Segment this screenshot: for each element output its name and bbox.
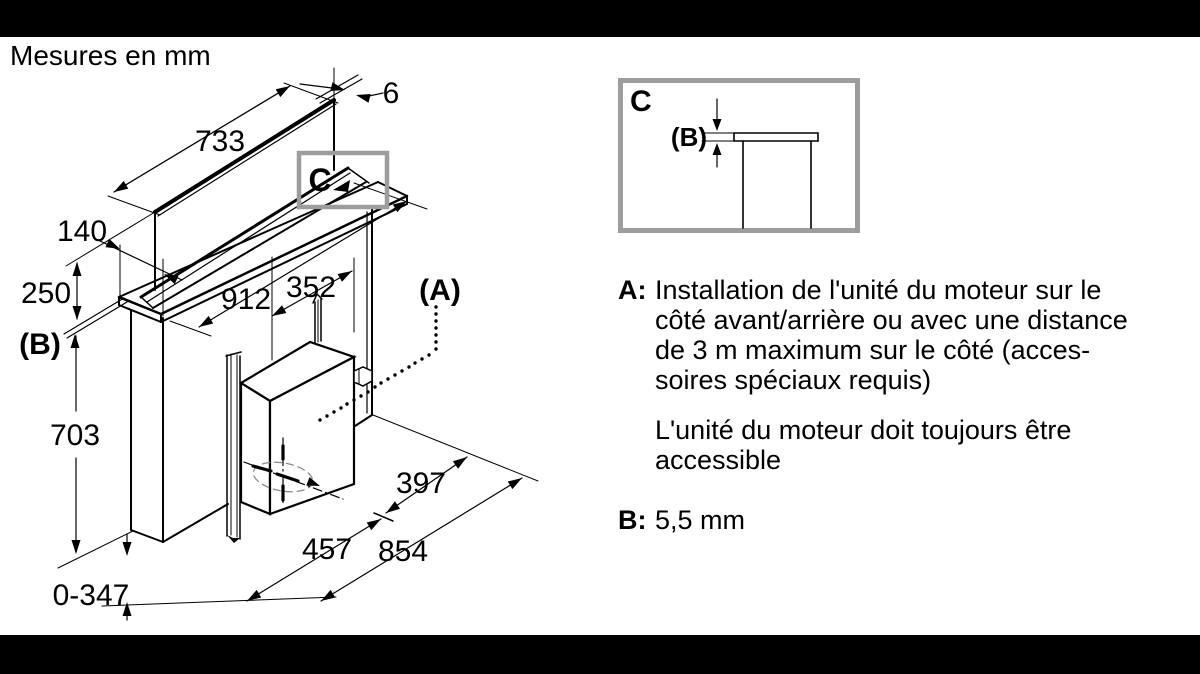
detail-marker-c-label: C <box>308 162 331 198</box>
note-b: B: 5,5 mm <box>618 505 745 535</box>
dim-250 <box>65 211 156 320</box>
leader-a-dotted-line <box>318 305 438 422</box>
dim-6 <box>299 74 384 104</box>
label-a-marker: (A) <box>419 274 461 307</box>
dim-854 <box>320 477 523 602</box>
mounting-rail-right <box>312 292 323 344</box>
dim-703 <box>57 334 134 569</box>
dim-b-reference <box>63 297 128 339</box>
detail-marker-c-frame <box>296 150 390 210</box>
dim-352 <box>271 256 355 361</box>
dim-label-6: 6 <box>383 77 400 110</box>
dim-label-703: 703 <box>50 419 100 452</box>
dim-457 <box>246 512 394 602</box>
note-a-text: Installation de l'unité du moteur sur le… <box>655 275 1128 395</box>
mounting-rail-left <box>225 351 242 543</box>
dim-label-733: 733 <box>195 125 245 158</box>
dim-label-250: 250 <box>21 277 71 310</box>
dim-label-352: 352 <box>286 271 336 304</box>
note-b-key: B: <box>618 505 647 535</box>
dim-label-457: 457 <box>302 533 352 566</box>
dim-397 <box>372 414 539 514</box>
dim-label-912: 912 <box>221 283 271 316</box>
dim-label-854: 854 <box>378 535 428 568</box>
dim-733 <box>107 82 339 216</box>
dim-label-397: 397 <box>396 467 446 500</box>
air-intake-slot <box>139 166 370 309</box>
bottom-black-bar <box>0 635 1200 674</box>
dim-140 <box>97 238 183 317</box>
motor-unit <box>238 340 357 516</box>
dim-912 <box>169 182 428 337</box>
page-title: Mesures en mm <box>10 40 211 71</box>
note-b-value: 5,5 mm <box>655 505 746 535</box>
note-a-additional: L'unité du moteur doit toujours être acc… <box>655 415 1072 475</box>
slot-end-shading <box>333 180 350 192</box>
dim-label-0-347: 0-347 <box>53 579 130 612</box>
note-a-key: A: <box>618 275 647 305</box>
dim-0-347 <box>101 533 337 621</box>
detail-inset-c <box>618 78 860 233</box>
duct-centerline-marks <box>243 437 344 507</box>
dim-label-140: 140 <box>57 215 107 248</box>
duct-connector <box>353 366 373 387</box>
note-a: A: Installation de l'unité du moteur sur… <box>618 275 1128 395</box>
top-black-bar <box>0 0 1200 37</box>
detail-inset-b-label: (B) <box>671 122 707 152</box>
detail-inset-c-label: C <box>630 85 652 118</box>
dim-label-b: (B) <box>19 328 61 361</box>
